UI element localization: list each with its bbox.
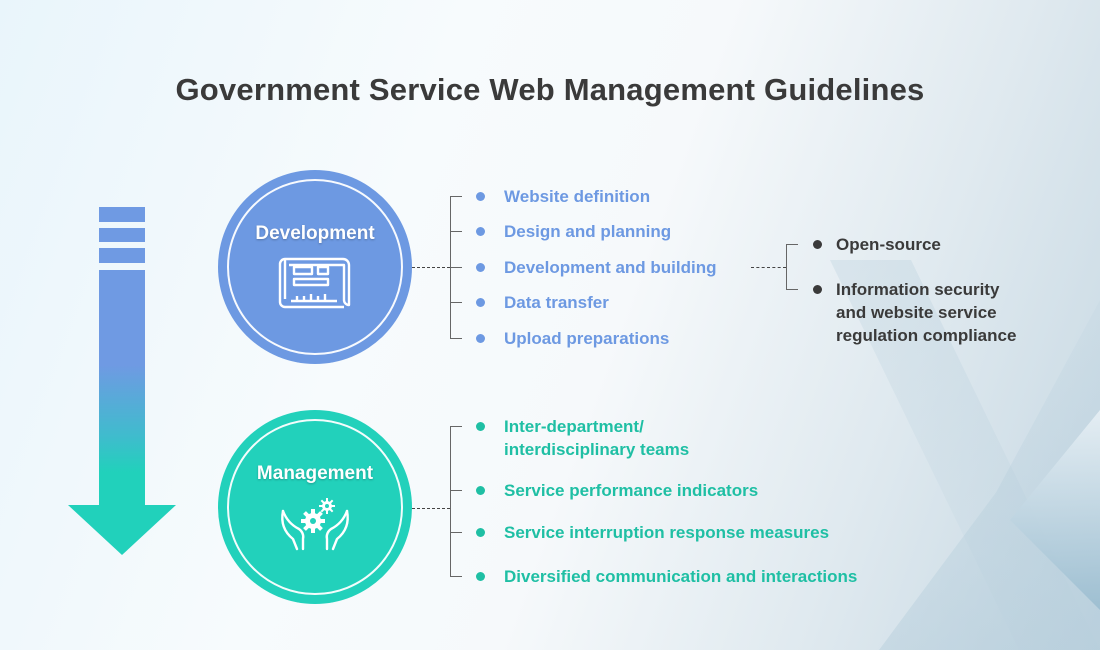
list-item: Development and building: [476, 256, 717, 279]
bracket-tick: [450, 532, 462, 533]
bracket-tick: [450, 576, 462, 577]
list-item: Website definition: [476, 185, 650, 208]
list-item: Data transfer: [476, 291, 609, 314]
background-shape: [879, 300, 1100, 650]
bullet-icon: [476, 263, 485, 272]
background-shape: [1010, 410, 1100, 610]
list-item: Diversified communication and interactio…: [476, 565, 857, 588]
page-title: Government Service Web Management Guidel…: [175, 72, 925, 107]
list-item: Inter-department/ interdisciplinary team…: [476, 415, 689, 461]
management-label: Management: [256, 463, 374, 484]
bullet-icon: [476, 528, 485, 537]
development-label: Development: [255, 223, 375, 244]
bracket-tick: [450, 490, 462, 491]
bullet-icon: [476, 572, 485, 581]
development-circle: Development: [218, 170, 412, 364]
bracket-tick: [450, 426, 462, 427]
bullet-icon: [476, 486, 485, 495]
bullet-icon: [476, 227, 485, 236]
bracket-tick: [450, 231, 462, 232]
bullet-icon: [476, 192, 485, 201]
bracket-tick: [786, 244, 798, 245]
list-item: Service performance indicators: [476, 479, 758, 502]
bracket-tick: [450, 338, 462, 339]
bullet-icon: [813, 240, 822, 249]
connector-line: [412, 267, 450, 268]
blueprint-icon: [278, 257, 351, 309]
bullet-icon: [476, 334, 485, 343]
sub-list-item: Information security and website service…: [813, 278, 1016, 347]
connector-line: [412, 508, 450, 509]
bracket-tick: [450, 302, 462, 303]
bullet-icon: [813, 285, 822, 294]
list-item: Design and planning: [476, 220, 671, 243]
list-item: Upload preparations: [476, 327, 669, 350]
hands-gears-icon: [281, 498, 349, 551]
bracket-tick: [786, 289, 798, 290]
connector-line: [751, 267, 786, 268]
management-circle: Management: [218, 410, 412, 604]
bracket-tick: [450, 196, 462, 197]
bracket-line: [450, 426, 451, 577]
sub-list-item: Open-source: [813, 233, 941, 256]
bullet-icon: [476, 298, 485, 307]
bracket-tick: [450, 267, 462, 268]
bracket-line: [786, 244, 787, 290]
list-item: Service interruption response measures: [476, 521, 829, 544]
bullet-icon: [476, 422, 485, 431]
